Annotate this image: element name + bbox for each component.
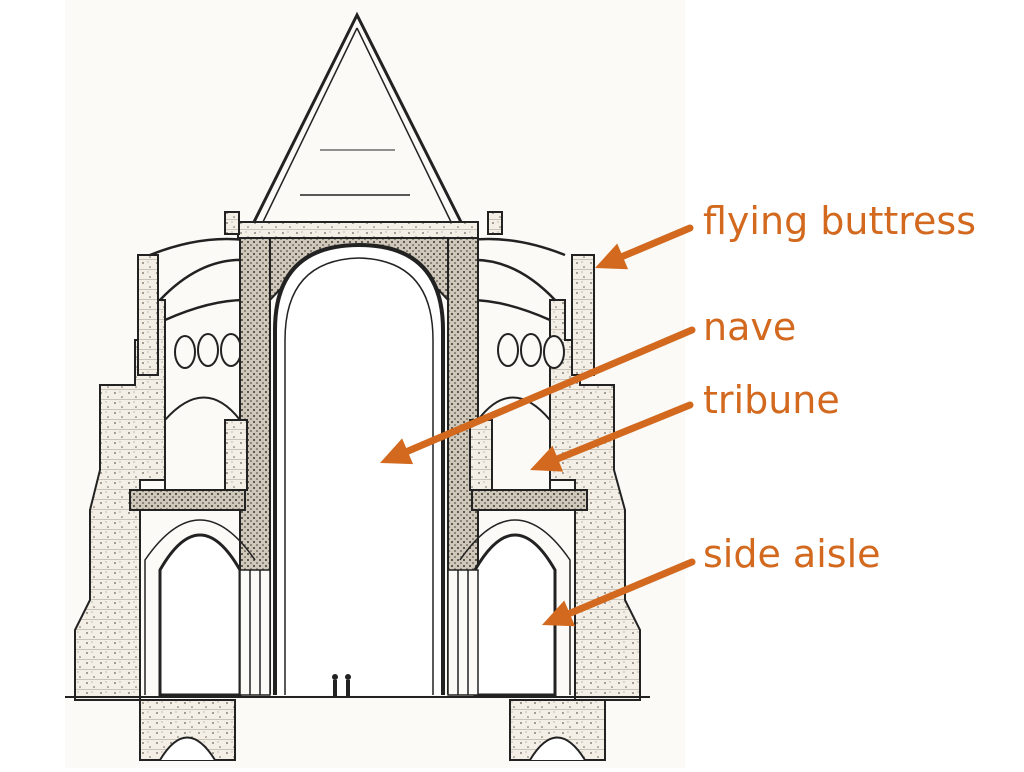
label-tribune: tribune	[703, 378, 840, 422]
arrow-nave	[380, 326, 696, 465]
left-buttress-mass	[74, 211, 240, 701]
roof	[237, 11, 479, 239]
arrow-side-aisle	[542, 558, 696, 627]
label-nave: nave	[703, 305, 797, 349]
right-buttress-mass	[487, 211, 641, 701]
left-rosette-arcade	[174, 333, 242, 369]
left-tribune-bay	[164, 396, 248, 491]
crypts	[139, 699, 606, 761]
right-rosette-arcade	[497, 333, 565, 369]
arrow-tribune	[530, 401, 694, 472]
right-tribune-bay	[469, 396, 551, 491]
columns	[239, 569, 479, 696]
arrow-flying-buttress	[595, 224, 694, 270]
label-flying-buttress: flying buttress	[703, 199, 977, 243]
label-side-aisle: side aisle	[703, 532, 881, 576]
annotation-arrows	[380, 224, 696, 627]
nave-vault	[273, 242, 445, 695]
gallery-slabs	[129, 489, 588, 511]
scale-figures	[332, 674, 351, 696]
